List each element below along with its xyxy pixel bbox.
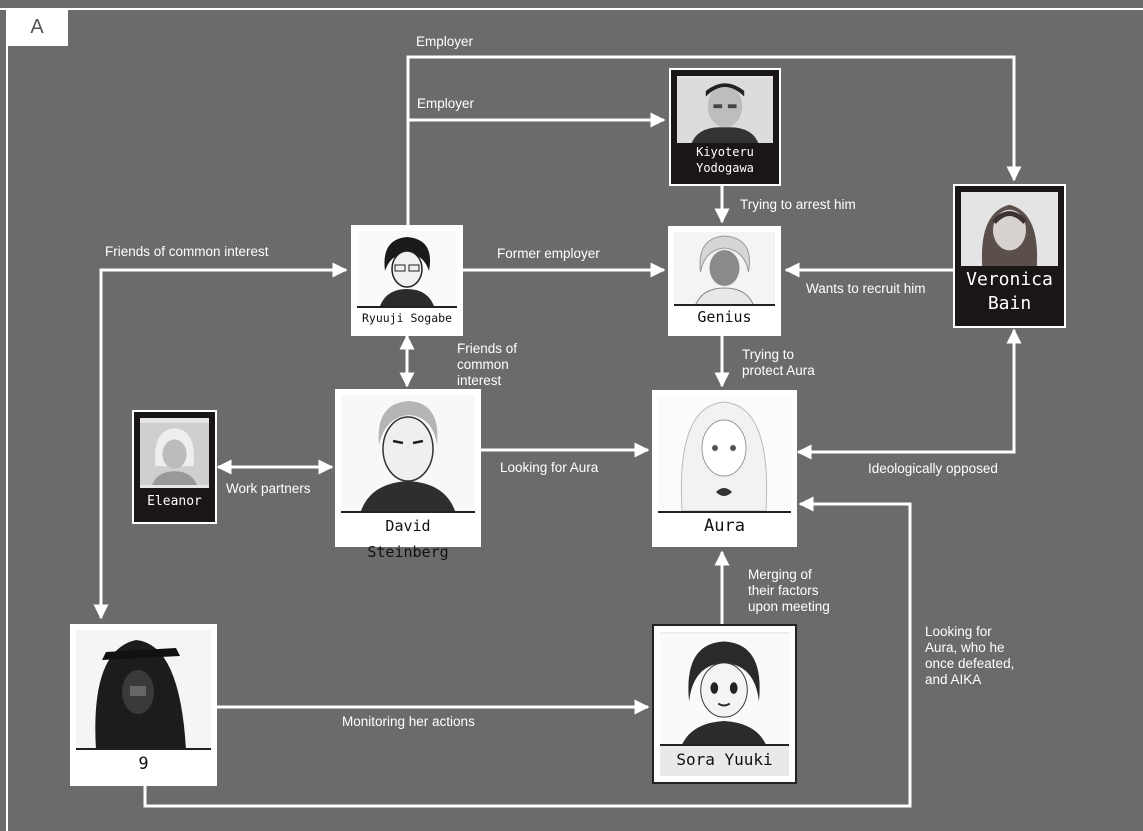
ryuuji-portrait [357,231,457,309]
label-ideologically-opposed: Ideologically opposed [868,461,998,476]
node-veronica-bain[interactable]: Veronica Bain [953,184,1066,328]
nine-portrait [76,630,211,750]
label-employer-mid: Employer [417,96,475,111]
veronica-name: Veronica Bain [961,266,1058,320]
node-sora-yuuki[interactable]: Sora Yuuki [652,624,797,784]
panel-tag: A [6,8,68,46]
nine-name: 9 [76,748,211,780]
frame-top-border [0,8,1143,10]
node-nine[interactable]: 9 [70,624,217,786]
kiyoteru-name: Kiyoteru Yodogawa [677,143,773,178]
label-monitoring: Monitoring her actions [342,714,475,729]
aura-portrait [658,396,791,511]
eleanor-name: Eleanor [140,488,209,516]
label-merging: Merging of their factors upon meeting [748,567,830,614]
genius-portrait [674,232,775,308]
sora-name: Sora Yuuki [660,744,789,776]
kiyoteru-portrait [677,76,773,148]
label-employer-top: Employer [416,34,474,49]
link-ryuuji-veronica [406,55,1022,226]
node-ryuuji-sogabe[interactable]: Ryuuji Sogabe [351,225,463,336]
node-kiyoteru-yodogawa[interactable]: Kiyoteru Yodogawa [669,68,781,186]
aura-name: Aura [658,511,791,541]
node-david-steinberg[interactable]: David Steinberg [335,389,481,561]
label-looking-for-aura: Looking for Aura [500,460,599,475]
link-aura-veronica [796,328,1022,460]
genius-name: Genius [674,304,775,330]
ryuuji-name: Ryuuji Sogabe [357,306,457,330]
label-trying-arrest: Trying to arrest him [740,197,856,212]
sora-portrait [660,632,789,748]
link-nine-aura [143,496,912,808]
node-genius[interactable]: Genius [668,226,781,336]
label-wants-recruit: Wants to recruit him [806,281,926,296]
label-friends-common-left: Friends of common interest [105,244,269,259]
link-nine-ryuuji [93,262,348,620]
node-eleanor[interactable]: Eleanor [132,410,217,524]
eleanor-portrait [140,418,209,490]
label-former-employer: Former employer [497,246,600,261]
label-friends-common-mid: Friends of common interest [457,341,518,388]
david-name: David Steinberg [341,511,475,561]
label-work-partners: Work partners [226,481,311,496]
david-portrait [341,395,475,511]
label-trying-protect: Trying to protect Aura [742,347,815,378]
frame-left-border [6,8,8,831]
label-looking-defeated: Looking for Aura, who he once defeated, … [925,624,1015,687]
node-aura[interactable]: Aura [652,390,797,547]
veronica-portrait [961,192,1058,270]
